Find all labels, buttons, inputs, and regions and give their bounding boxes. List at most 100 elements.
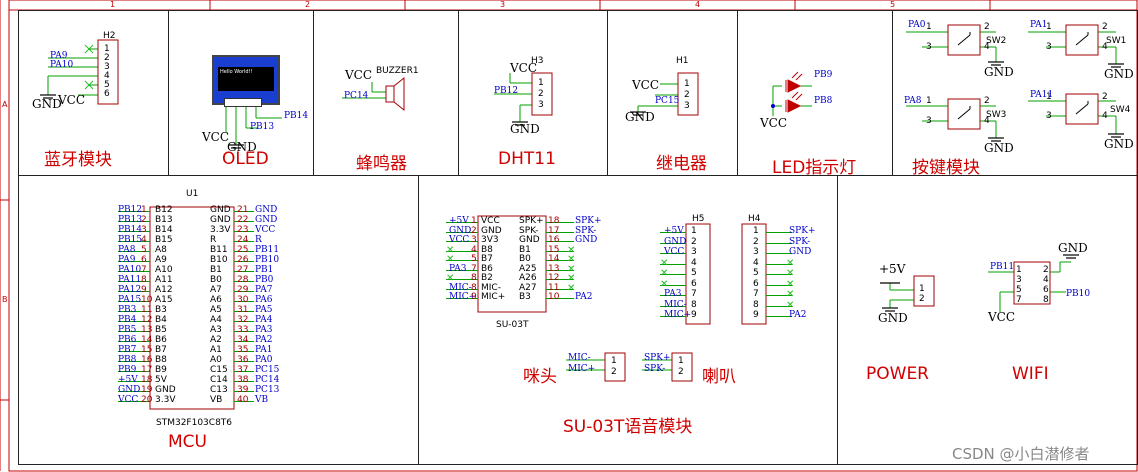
su03t-left-num: 1 bbox=[471, 216, 477, 226]
buzzer-title: 蜂鸣器 bbox=[356, 154, 407, 174]
pin-wire bbox=[766, 316, 792, 317]
su03t-left-name: GND bbox=[481, 225, 502, 236]
mcu-left-num: 11 bbox=[141, 305, 153, 315]
mcu-left-num: 15 bbox=[141, 345, 153, 355]
mcu-right-name: A3 bbox=[210, 325, 222, 335]
mcu-right-num: 21 bbox=[237, 205, 249, 215]
ruler-col-4: 4 bbox=[695, 0, 701, 9]
su03t-left-name: B2 bbox=[481, 273, 493, 283]
pin-wire bbox=[118, 301, 150, 302]
relay-pin-3: 3 bbox=[684, 101, 690, 111]
ruler-col-1: 1 bbox=[110, 0, 116, 9]
mcu-left-num: 1 bbox=[141, 205, 147, 215]
mcu-left-name: B4 bbox=[155, 315, 167, 325]
mcu-left-name: B3 bbox=[155, 305, 167, 315]
no-connect-mark: ✕ bbox=[567, 244, 576, 256]
buzzer-vcc: VCC bbox=[345, 68, 373, 82]
mcu-right-num: 31 bbox=[237, 305, 249, 315]
su03t-left-name: B8 bbox=[481, 244, 493, 255]
mcu-right-name: A1 bbox=[210, 345, 222, 355]
wifi-gnd: GND bbox=[1058, 241, 1088, 255]
bt-gnd: GND bbox=[32, 97, 62, 111]
h5-net: +5V bbox=[664, 226, 684, 236]
pin-wire bbox=[234, 281, 254, 282]
sw3-p4: 4 bbox=[984, 116, 990, 126]
bt-ref: H2 bbox=[103, 31, 116, 41]
mcu-right-net: PB1 bbox=[255, 265, 274, 275]
wifi-vcc: VCC bbox=[988, 310, 1016, 324]
pin-wire bbox=[546, 279, 574, 280]
no-connect-mark: ✕ bbox=[446, 254, 455, 265]
bt-pin-6: 6 bbox=[104, 89, 110, 99]
mcu-right-net: PC15 bbox=[255, 365, 280, 375]
su03t-left-name: 3V3 bbox=[481, 235, 499, 245]
mcu-right-num: 40 bbox=[237, 395, 249, 405]
mcu-right-name: C13 bbox=[210, 385, 228, 395]
mcu-left-num: 19 bbox=[141, 385, 153, 395]
mcu-left-name: 3.3V bbox=[155, 395, 176, 405]
mcu-left-net: PB6 bbox=[118, 335, 137, 345]
spk-net-2: SPK- bbox=[644, 364, 666, 374]
mcu-left-name: A11 bbox=[155, 275, 173, 285]
sw2-gnd: GND bbox=[984, 65, 1014, 79]
spk-net-1: SPK+ bbox=[644, 353, 671, 363]
buzzer-net: PC14 bbox=[344, 91, 369, 101]
h5-net: VCC bbox=[664, 247, 685, 257]
sw1-p1: 1 bbox=[1046, 22, 1052, 32]
dht11-pin-2: 2 bbox=[538, 89, 544, 99]
h5-pin: 1 bbox=[691, 226, 697, 236]
mcu-left-net: PA15 bbox=[118, 295, 142, 305]
spk-pin-2: 2 bbox=[678, 367, 684, 377]
pin-wire bbox=[660, 305, 686, 307]
sw3-p1: 1 bbox=[926, 96, 932, 106]
mcu-right-name: C14 bbox=[210, 375, 228, 385]
mcu-right-net: PA6 bbox=[255, 295, 273, 305]
mcu-left-net: PB9 bbox=[118, 365, 137, 375]
wifi-pin-7: 7 bbox=[1016, 295, 1022, 305]
mcu-left-num: 2 bbox=[141, 215, 147, 225]
ruler-col-2: 2 bbox=[305, 0, 311, 9]
relay-vcc: VCC bbox=[632, 78, 660, 92]
pin-wire bbox=[234, 321, 254, 322]
h4-ref: H4 bbox=[748, 214, 761, 224]
sw1-p4: 4 bbox=[1102, 42, 1108, 52]
oled-title: OLED bbox=[222, 149, 269, 169]
mcu-ref: U1 bbox=[186, 189, 199, 199]
su03t-right-name: B1 bbox=[519, 244, 531, 255]
h4-net: PA2 bbox=[789, 310, 807, 320]
pin-wire bbox=[118, 341, 150, 342]
pin-wire bbox=[660, 232, 686, 233]
sw4-ref: SW4 bbox=[1110, 105, 1131, 115]
pin-wire bbox=[234, 341, 254, 342]
no-connect-mark: ✕ bbox=[446, 273, 455, 284]
no-connect-mark: ✕ bbox=[567, 263, 576, 275]
mcu-right-num: 23 bbox=[237, 225, 249, 235]
oled-gnd: GND bbox=[227, 140, 257, 154]
mcu-right-name: 3.3V bbox=[210, 225, 231, 235]
pin-wire bbox=[546, 269, 574, 271]
pin-wire bbox=[766, 284, 792, 286]
mcu-right-name: GND bbox=[210, 205, 231, 215]
wifi-pin-2: 2 bbox=[1043, 265, 1049, 275]
pin-wire bbox=[234, 371, 254, 372]
pin-wire bbox=[446, 260, 478, 261]
sw2-net: PA0 bbox=[908, 20, 926, 30]
sw4-net: PA11 bbox=[1030, 90, 1054, 100]
mcu-right-name: GND bbox=[210, 215, 231, 225]
h5-net: MIC- bbox=[664, 299, 687, 310]
su03t-left-name: VCC bbox=[481, 216, 500, 226]
su03t-left-net: PA3 bbox=[449, 263, 467, 274]
su03t-left-net: +5V bbox=[449, 216, 469, 226]
keys-title: 按键模块 bbox=[912, 158, 980, 178]
no-connect-mark: ✕ bbox=[660, 257, 669, 269]
su03t-left-num: 8 bbox=[471, 282, 477, 293]
su03t-left-num: 5 bbox=[471, 254, 477, 264]
mcu-right-num: 37 bbox=[237, 365, 249, 375]
mcu-left-num: 9 bbox=[141, 285, 147, 295]
mcu-right-net: PA2 bbox=[255, 335, 273, 345]
pin-wire bbox=[546, 250, 574, 252]
sw4-p2: 2 bbox=[1102, 92, 1108, 102]
sw1-ref: SW1 bbox=[1106, 36, 1127, 46]
pin-wire bbox=[234, 261, 254, 262]
mcu-right-name: B0 bbox=[210, 275, 222, 285]
